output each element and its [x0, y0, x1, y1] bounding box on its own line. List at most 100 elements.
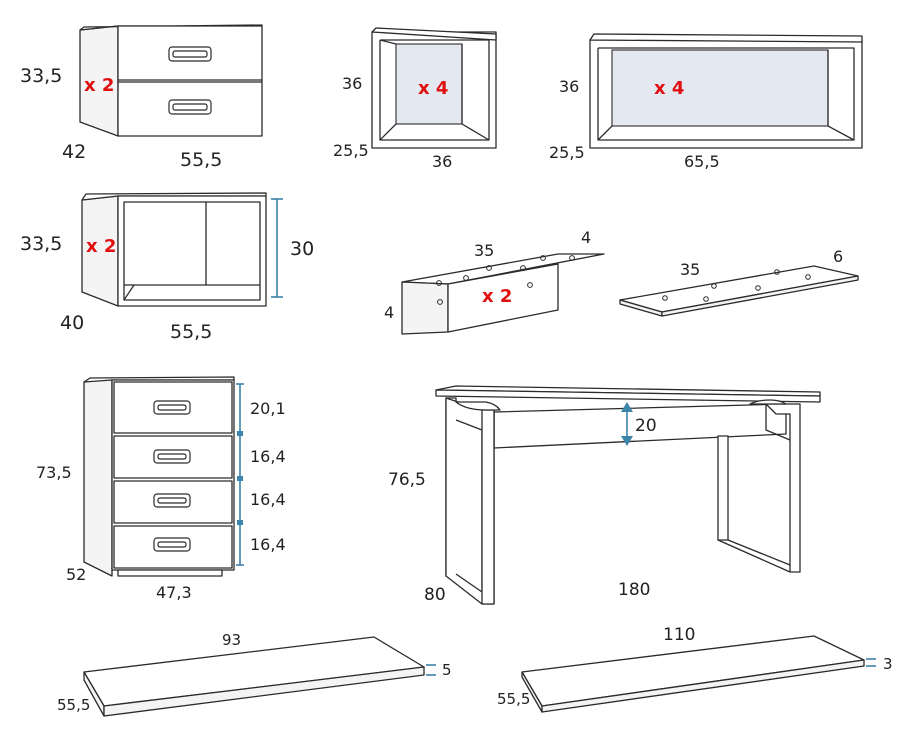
- long-shelf-back-panel: [611, 49, 829, 127]
- bracket-hole-icon: [527, 282, 533, 288]
- desk-clearance-arrow-down: [621, 436, 633, 446]
- chest-width-label: 47,3: [156, 583, 192, 602]
- bracket-drop-face: [401, 281, 449, 335]
- desk-right-leg-foot-inner: [727, 539, 791, 566]
- desk-clearance-label: 20: [635, 416, 657, 436]
- chest-handle-inner-icon: [157, 497, 187, 504]
- bracket-drop-label: 4: [384, 303, 394, 322]
- long-shelf-height-label: 36: [559, 77, 579, 96]
- board-b: 110 55,5 3: [497, 625, 893, 713]
- flat-plate-length-label: 35: [680, 260, 700, 279]
- bracket-hole-icon: [520, 265, 526, 271]
- plate-hole-icon: [774, 269, 780, 275]
- chest-drawer-3-height: 16,4: [250, 490, 286, 509]
- desk-right-leg-post: [717, 435, 729, 541]
- bracket-hole-icon: [486, 265, 492, 271]
- flat-plate-width-label: 6: [833, 247, 843, 266]
- desk-top-edge: [435, 389, 821, 403]
- bracket-hole-icon: [437, 299, 443, 305]
- drawer-unit-height-label: 33,5: [20, 65, 62, 87]
- bracket: 35 4 4 x 2: [384, 228, 605, 335]
- desk-bracket-left: [455, 401, 501, 411]
- long-shelf-top: [589, 33, 863, 43]
- long-shelf-quantity: x 4: [654, 78, 684, 99]
- bracket-quantity: x 2: [482, 286, 512, 307]
- cube-shelf-top: [371, 27, 497, 41]
- board-a-width-label: 93: [222, 631, 241, 649]
- board-a-thickness-label: 5: [442, 661, 452, 679]
- cube-shelf-edge: [379, 123, 397, 141]
- desk-right-leg-foot: [717, 539, 791, 573]
- drawer-unit-width-label: 55,5: [180, 149, 222, 171]
- flat-plate-top: [619, 265, 859, 313]
- open-box-back-edge: [123, 284, 135, 301]
- board-a: 93 55,5 5: [57, 631, 452, 717]
- plate-hole-icon: [703, 296, 709, 302]
- desk-width-label: 180: [618, 580, 650, 600]
- board-a-front: [103, 666, 425, 717]
- desk-clearance-arrow-up: [621, 402, 633, 412]
- open-box-top: [81, 192, 267, 201]
- chest-handle-inner-icon: [157, 541, 187, 548]
- desk-right-leg-top: [765, 404, 791, 441]
- board-b-front: [541, 659, 865, 713]
- open-box-depth-label: 40: [60, 312, 84, 334]
- cube-shelf-edge: [379, 39, 397, 45]
- chest-dim-marker: [237, 476, 243, 481]
- chest-dim-marker: [237, 520, 243, 525]
- desk-height-label: 76,5: [388, 470, 426, 490]
- bracket-top-width-label: 4: [581, 228, 591, 247]
- chest-drawer-4-height: 16,4: [250, 535, 286, 554]
- drawer-handle-inner-icon: [172, 50, 208, 58]
- desk: 20 76,5 80 180: [388, 385, 821, 605]
- open-box-width-label: 55,5: [170, 321, 212, 343]
- drawer-unit-front: [117, 25, 263, 137]
- chest-dim-marker: [237, 431, 243, 436]
- chest-handle-inner-icon: [157, 453, 187, 460]
- chest-plinth: [117, 569, 223, 577]
- cube-shelf-width-label: 36: [432, 152, 452, 171]
- chest-depth-label: 52: [66, 565, 86, 584]
- drawer-unit-quantity: x 2: [84, 75, 114, 96]
- cube-shelf-edge: [461, 123, 490, 141]
- plate-hole-icon: [711, 283, 717, 289]
- drawer-unit-small: 33,5 x 2 42 55,5: [20, 24, 263, 171]
- chest-of-drawers: 20,1 16,4 16,4 16,4 73,5 52 47,3: [36, 376, 286, 602]
- long-shelf-edge: [597, 125, 613, 141]
- long-shelf: 36 x 4 25,5 65,5: [549, 33, 863, 171]
- open-box-front: [117, 195, 267, 307]
- bracket-length-label: 35: [474, 241, 494, 260]
- desk-left-leg-front: [481, 409, 495, 605]
- bracket-hole-icon: [436, 280, 442, 286]
- bracket-front-face: [447, 263, 559, 333]
- open-box-inner-height-label: 30: [290, 238, 314, 260]
- desk-depth-label: 80: [424, 585, 446, 605]
- board-b-thickness-label: 3: [883, 655, 893, 673]
- cube-shelf-depth-label: 25,5: [333, 141, 369, 160]
- chest-handle-inner-icon: [157, 404, 187, 411]
- bracket-hole-icon: [463, 275, 469, 281]
- cube-shelf-height-label: 36: [342, 74, 362, 93]
- flat-plate: 35 6: [619, 247, 859, 317]
- long-shelf-width-label: 65,5: [684, 152, 720, 171]
- open-box-height-label: 33,5: [20, 233, 62, 255]
- chest-drawer-2-height: 16,4: [250, 447, 286, 466]
- chest-side: [83, 377, 113, 577]
- board-b-depth-label: 55,5: [497, 690, 530, 708]
- board-a-depth-label: 55,5: [57, 696, 90, 714]
- bracket-hole-icon: [540, 255, 546, 261]
- desk-bracket-right: [749, 399, 787, 405]
- plate-hole-icon: [805, 274, 811, 280]
- chest-height-label: 73,5: [36, 463, 72, 482]
- bracket-hole-icon: [569, 255, 575, 261]
- chest-drawer-1-height: 20,1: [250, 399, 286, 418]
- cube-shelf-quantity: x 4: [418, 78, 448, 99]
- cube-shelf: 36 x 4 25,5 36: [333, 27, 497, 171]
- board-b-width-label: 110: [663, 625, 695, 645]
- long-shelf-depth-label: 25,5: [549, 143, 585, 162]
- plate-hole-icon: [755, 285, 761, 291]
- long-shelf-edge: [827, 125, 855, 141]
- open-box-inner: [123, 201, 261, 301]
- drawer-handle-inner-icon: [172, 103, 208, 111]
